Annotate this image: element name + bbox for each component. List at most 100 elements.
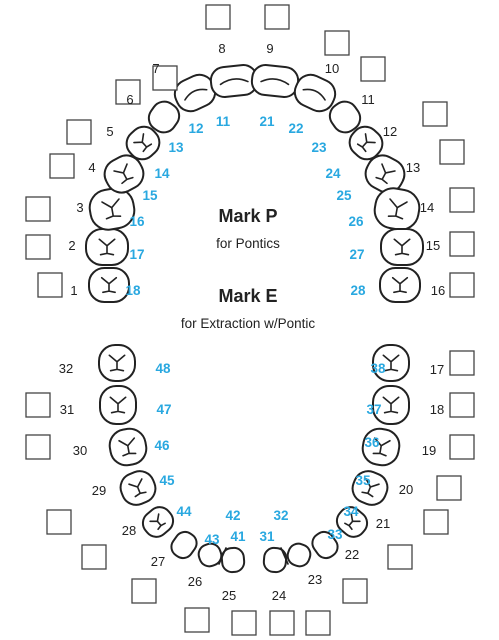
mark-box-tooth-15[interactable] xyxy=(450,232,474,256)
fdi-number-47: 47 xyxy=(156,402,171,417)
mark-box-tooth-11[interactable] xyxy=(361,57,385,81)
fdi-number-23: 23 xyxy=(311,140,327,155)
fdi-number-26: 26 xyxy=(348,214,364,229)
fdi-number-41: 41 xyxy=(230,529,246,544)
universal-number-18: 18 xyxy=(430,402,444,417)
universal-number-7: 7 xyxy=(152,61,159,76)
mark-box-tooth-4[interactable] xyxy=(50,154,74,178)
mark-box-tooth-17[interactable] xyxy=(450,351,474,375)
legend-p-title: Mark P xyxy=(218,206,277,226)
universal-number-5: 5 xyxy=(106,124,113,139)
fdi-number-11: 11 xyxy=(216,114,231,129)
tooth-9 xyxy=(251,64,300,99)
universal-number-2: 2 xyxy=(68,238,75,253)
tooth-32 xyxy=(99,345,135,381)
fdi-number-18: 18 xyxy=(125,283,141,298)
mark-box-tooth-31[interactable] xyxy=(26,435,50,459)
universal-number-19: 19 xyxy=(422,443,436,458)
mark-box-tooth-29[interactable] xyxy=(82,545,106,569)
fdi-number-48: 48 xyxy=(155,361,171,376)
tooth-2 xyxy=(86,229,128,265)
fdi-number-46: 46 xyxy=(154,438,170,453)
fdi-number-21: 21 xyxy=(259,114,275,129)
tooth-31 xyxy=(100,386,136,424)
mark-box-tooth-3[interactable] xyxy=(26,197,50,221)
mark-box-tooth-24[interactable] xyxy=(306,611,330,635)
fdi-number-13: 13 xyxy=(168,140,184,155)
fdi-number-16: 16 xyxy=(129,214,145,229)
tooth-14 xyxy=(372,185,422,232)
universal-number-24: 24 xyxy=(272,588,286,603)
mark-box-tooth-5[interactable] xyxy=(67,120,91,144)
universal-number-11: 11 xyxy=(361,92,375,107)
mark-box-tooth-10[interactable] xyxy=(325,31,349,55)
fdi-number-32: 32 xyxy=(273,508,288,523)
mark-box-tooth-26[interactable] xyxy=(232,611,256,635)
mark-box-tooth-8[interactable] xyxy=(206,5,230,29)
fdi-number-27: 27 xyxy=(349,247,364,262)
fdi-number-22: 22 xyxy=(288,121,303,136)
universal-number-28: 28 xyxy=(122,523,136,538)
universal-number-17: 17 xyxy=(430,362,444,377)
tooth-27 xyxy=(168,528,201,562)
tooth-28 xyxy=(138,502,178,541)
legend-e-subtitle: for Extraction w/Pontic xyxy=(181,316,316,331)
universal-number-12: 12 xyxy=(383,124,397,139)
tooth-24 xyxy=(263,547,287,573)
universal-number-30: 30 xyxy=(73,443,87,458)
fdi-number-33: 33 xyxy=(327,527,343,542)
tooth-24-outline xyxy=(263,547,287,573)
mark-box-tooth-19[interactable] xyxy=(450,435,474,459)
universal-number-20: 20 xyxy=(399,482,413,497)
mark-box-tooth-18[interactable] xyxy=(450,393,474,417)
fdi-number-24: 24 xyxy=(325,166,341,181)
tooth-15 xyxy=(381,229,423,265)
fdi-number-12: 12 xyxy=(188,121,203,136)
tooth-29 xyxy=(116,467,160,509)
universal-number-10: 10 xyxy=(325,61,339,76)
mark-box-tooth-23[interactable] xyxy=(343,579,367,603)
mark-box-tooth-20[interactable] xyxy=(437,476,461,500)
fdi-number-17: 17 xyxy=(129,247,144,262)
universal-number-4: 4 xyxy=(88,160,95,175)
universal-number-32: 32 xyxy=(59,361,73,376)
fdi-number-28: 28 xyxy=(350,283,366,298)
universal-number-6: 6 xyxy=(126,92,133,107)
fdi-number-38: 38 xyxy=(370,361,386,376)
mark-box-tooth-25[interactable] xyxy=(270,611,294,635)
fdi-number-37: 37 xyxy=(366,402,381,417)
mark-box-tooth-22[interactable] xyxy=(388,545,412,569)
universal-number-25: 25 xyxy=(222,588,236,603)
fdi-number-25: 25 xyxy=(336,188,352,203)
mark-box-tooth-13[interactable] xyxy=(440,140,464,164)
universal-number-9: 9 xyxy=(266,41,273,56)
tooth-30 xyxy=(107,426,149,468)
universal-number-3: 3 xyxy=(76,200,83,215)
universal-number-13: 13 xyxy=(406,160,420,175)
mark-box-tooth-14[interactable] xyxy=(450,188,474,212)
fdi-number-34: 34 xyxy=(343,504,359,519)
universal-number-31: 31 xyxy=(60,402,74,417)
mark-box-tooth-28[interactable] xyxy=(132,579,156,603)
fdi-number-35: 35 xyxy=(355,473,371,488)
tooth-16 xyxy=(380,268,420,302)
fdi-number-42: 42 xyxy=(225,508,240,523)
mark-box-tooth-2[interactable] xyxy=(26,235,50,259)
mark-box-tooth-16[interactable] xyxy=(450,273,474,297)
legend-p-subtitle: for Pontics xyxy=(216,236,280,251)
tooth-27-outline xyxy=(168,528,201,562)
mark-box-tooth-27[interactable] xyxy=(185,608,209,632)
tooth-23-outline xyxy=(285,541,313,569)
mark-box-tooth-21[interactable] xyxy=(424,510,448,534)
mark-box-tooth-30[interactable] xyxy=(47,510,71,534)
universal-number-21: 21 xyxy=(376,516,390,531)
mark-box-tooth-1[interactable] xyxy=(38,273,62,297)
fdi-number-45: 45 xyxy=(159,473,175,488)
tooth-23 xyxy=(285,541,313,569)
universal-number-22: 22 xyxy=(345,547,359,562)
mark-box-tooth-12[interactable] xyxy=(423,102,447,126)
fdi-number-44: 44 xyxy=(176,504,192,519)
mark-box-tooth-32[interactable] xyxy=(26,393,50,417)
tooth-1 xyxy=(89,268,129,302)
mark-box-tooth-9[interactable] xyxy=(265,5,289,29)
